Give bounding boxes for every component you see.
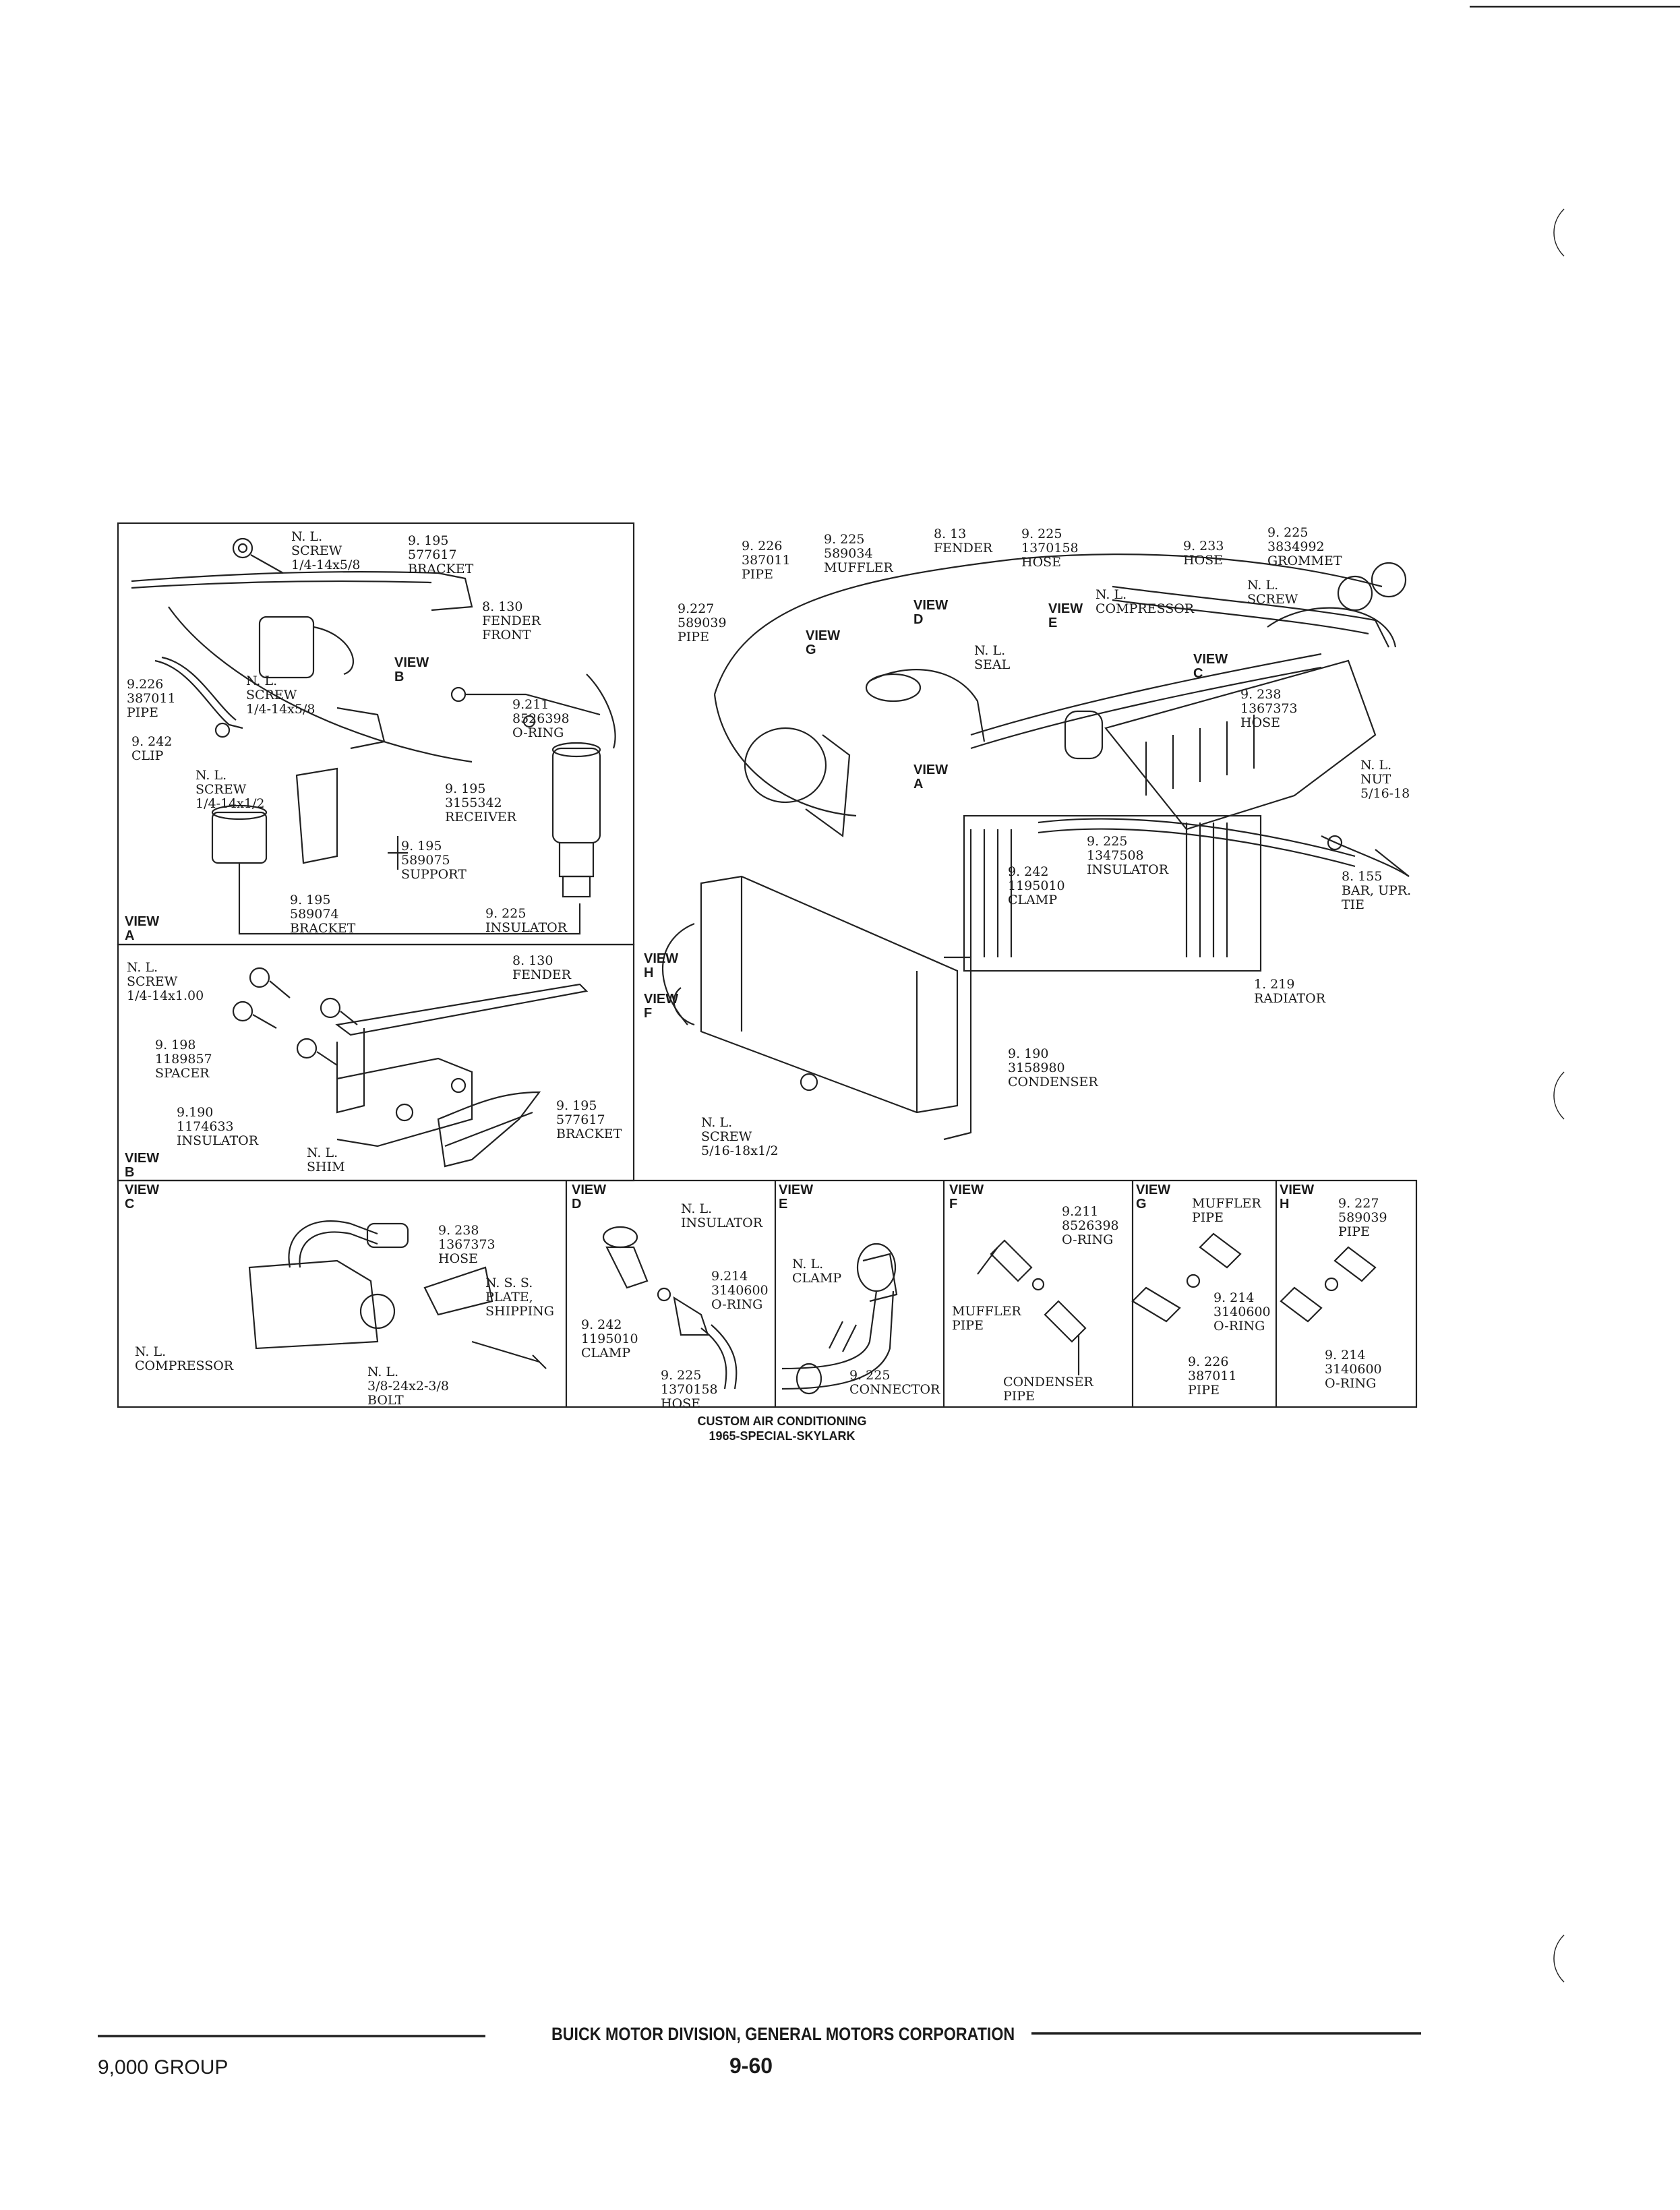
view-c-plate-label: N. S. S. PLATE, SHIPPING [485,1276,554,1319]
main-fender-label: 8. 13 FENDER [934,527,993,556]
view-h-title: VIEW H [1280,1183,1315,1212]
view-b-art [232,967,589,1168]
main-condenser-label: 9. 190 3158980 CONDENSER [1008,1046,1098,1089]
view-b-spacer-label: 9. 198 1189857 SPACER [155,1038,212,1081]
view-b-screw-label: N. L. SCREW 1/4-14x1.00 [127,960,204,1003]
view-h-art [1280,1246,1377,1323]
view-b-shim-label: N. L. SHIM [307,1145,345,1174]
view-c-hose-label: 9. 238 1367373 HOSE [438,1223,496,1266]
view-a-title: VIEW A [125,914,160,943]
main-radiator-label: 1. 219 RADIATOR [1254,977,1326,1006]
main-clamp-1195010-label: 9. 242 1195010 CLAMP [1008,864,1065,907]
view-g-muffler-pipe-label: MUFFLER PIPE [1192,1196,1261,1225]
view-c-title: VIEW C [125,1183,160,1212]
main-hose-1367373-label: 9. 238 1367373 HOSE [1240,687,1298,730]
view-f-art [977,1239,1087,1375]
main-bar-upr-tie-label: 8. 155 BAR, UPR. TIE [1342,869,1412,912]
figure-caption-subtitle: 1965-SPECIAL-SKYLARK [709,1429,856,1443]
view-f-oring-label: 9.211 8526398 O-RING [1062,1204,1119,1247]
main-callout-view-d: VIEW D [913,598,949,627]
main-callout-view-h: VIEW H [644,951,679,980]
view-f-muffler-pipe-label: MUFFLER PIPE [952,1304,1021,1333]
view-a-bracket-589074-label: 9. 195 589074 BRACKET [290,893,356,936]
view-g-art [1131,1232,1242,1323]
page-number: 9-60 [729,2054,773,2078]
view-d-title: VIEW D [572,1183,607,1212]
view-e-clamp-label: N. L. CLAMP [792,1257,842,1286]
view-a-insulator-label: 9. 225 INSULATOR [485,906,568,935]
view-c-compressor-label: N. L. COMPRESSOR [135,1344,234,1373]
view-b-title: VIEW B [125,1151,160,1180]
view-d-clamp-label: 9. 242 1195010 CLAMP [581,1317,638,1361]
view-a-bracket-label: 9. 195 577617 BRACKET [408,533,474,576]
view-a-oring-label: 9.211 8526398 O-RING [512,697,570,740]
view-a-pipe-label: 9.226 387011 PIPE [127,677,176,720]
view-g-pipe-label: 9. 226 387011 PIPE [1188,1354,1237,1398]
main-callout-view-e: VIEW E [1048,601,1083,630]
view-d-oring-label: 9.214 3140600 O-RING [711,1269,769,1312]
view-h-oring-label: 9. 214 3140600 O-RING [1325,1348,1382,1391]
main-muffler-label: 9. 225 589034 MUFFLER [824,532,893,575]
view-a-screw-top-label: N. L. SCREW 1/4-14x5/8 [291,529,361,572]
view-g-title: VIEW G [1136,1183,1171,1212]
main-nl-screw-label: N. L. SCREW [1247,578,1298,607]
main-callout-view-f: VIEW F [644,992,679,1021]
main-insulator-1347508-label: 9. 225 1347508 INSULATOR [1087,834,1169,877]
group-label: 9,000 GROUP [98,2056,229,2079]
main-callout-view-a: VIEW A [913,763,949,792]
view-c-art [248,1220,547,1369]
view-e-title: VIEW E [779,1183,814,1212]
view-e-art [781,1243,898,1395]
view-d-insulator-label: N. L. INSULATOR [681,1201,763,1230]
view-a-support-label: 9. 195 589075 SUPPORT [401,839,467,882]
view-b-bracket-label: 9. 195 577617 BRACKET [556,1098,622,1141]
view-d-hose-label: 9. 225 1370158 HOSE [661,1368,718,1411]
main-callout-view-c: VIEW C [1193,652,1228,681]
view-a-clip-label: 9. 242 CLIP [131,734,173,763]
view-a-receiver-label: 9. 195 3155342 RECEIVER [445,781,516,825]
view-a-callout-view-b: VIEW B [394,655,429,684]
view-b-fender-label: 8. 130 FENDER [512,953,572,982]
main-nl-seal-label: N. L. SEAL [974,643,1011,672]
main-hose-9233-label: 9. 233 HOSE [1183,539,1224,568]
figure-caption-title: CUSTOM AIR CONDITIONING [697,1414,867,1428]
view-a-fender-front-label: 8. 130 FENDER FRONT [482,599,541,643]
footer-title: BUICK MOTOR DIVISION, GENERAL MOTORS COR… [551,2024,1015,2044]
main-nl-compressor-label: N. L. COMPRESSOR [1096,587,1195,616]
view-b-insulator-label: 9.190 1174633 INSULATOR [177,1105,259,1148]
main-screw-condenser-label: N. L. SCREW 5/16-18x1/2 [701,1115,779,1158]
main-nut-label: N. L. NUT 5/16-18 [1360,758,1410,801]
view-f-condenser-pipe-label: CONDENSER PIPE [1003,1375,1093,1404]
main-pipe-387011-label: 9. 226 387011 PIPE [742,539,791,582]
main-pipe-589039-label: 9.227 589039 PIPE [678,601,727,645]
view-a-art [131,537,616,935]
main-art [662,554,1410,1141]
view-a-screw-mid-label: N. L. SCREW 1/4-14x5/8 [246,674,316,717]
main-grommet-label: 9. 225 3834992 GROMMET [1267,525,1342,568]
view-g-oring-label: 9. 214 3140600 O-RING [1213,1290,1271,1334]
view-f-title: VIEW F [949,1183,984,1212]
main-hose-1370158-label: 9. 225 1370158 HOSE [1021,527,1079,570]
view-c-bolt-label: N. L. 3/8-24x2-3/8 BOLT [367,1365,449,1408]
bottom-views-frame [117,1179,1418,1408]
view-e-connector-label: 9. 225 CONNECTOR [849,1368,940,1397]
view-d-art [602,1226,738,1390]
main-callout-view-g: VIEW G [806,628,841,657]
view-a-screw-low-label: N. L. SCREW 1/4-14x1/2 [196,768,265,811]
view-h-pipe-label: 9. 227 589039 PIPE [1338,1196,1387,1239]
